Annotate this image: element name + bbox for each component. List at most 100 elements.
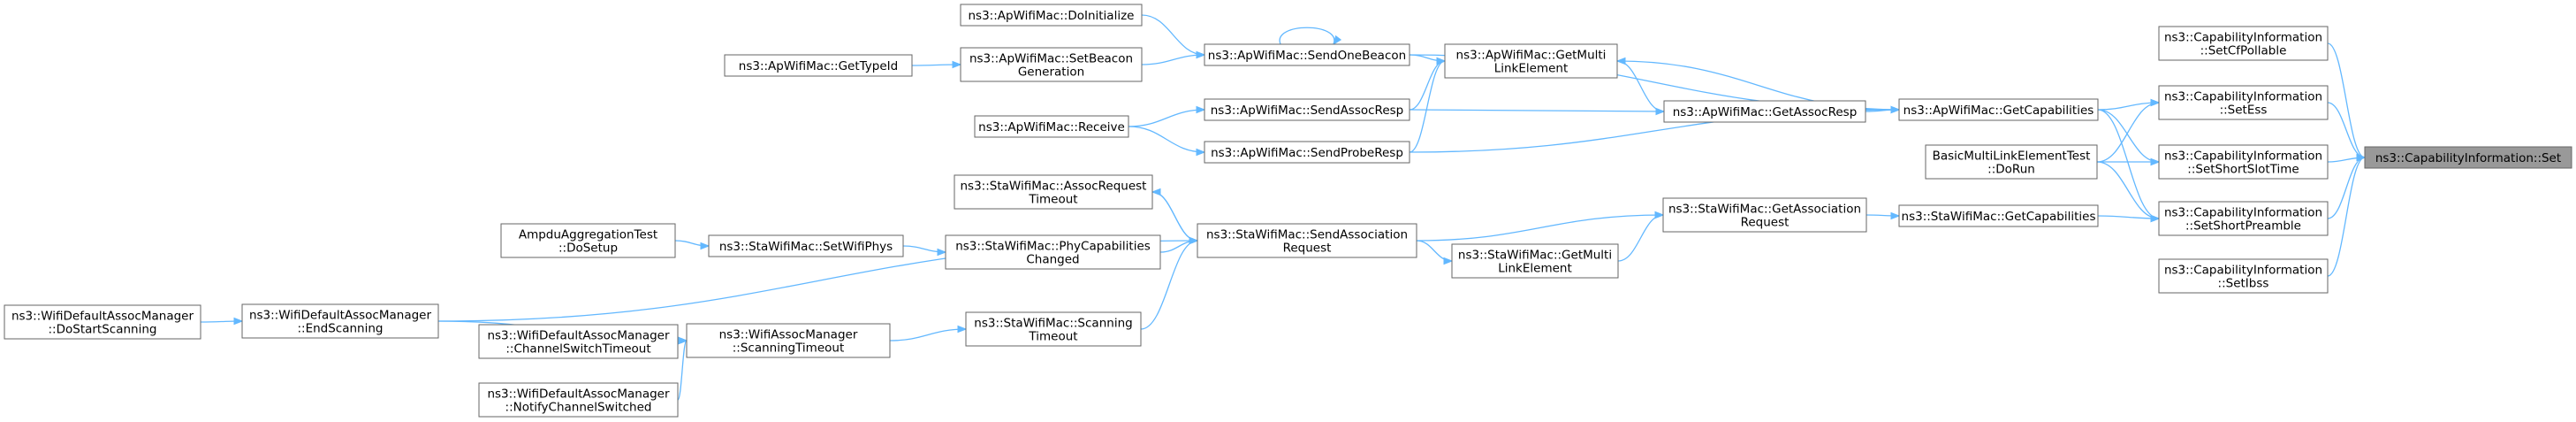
arrow-head <box>2150 214 2161 223</box>
edge-line <box>1409 60 1446 153</box>
arrow-head <box>952 60 962 69</box>
node-box <box>724 54 913 77</box>
node-set[interactable]: ns3::CapabilityInformation::Set <box>2364 146 2572 169</box>
edge-assocscan-to-stascan <box>889 325 968 341</box>
node-apsendbeacon[interactable]: ns3::ApWifiMac::SendOneBeacon <box>1204 43 1410 66</box>
node-box <box>500 223 676 258</box>
node-ampdu[interactable]: AmpduAggregationTest::DoSetup <box>500 223 676 258</box>
edge-basicml-to-setess <box>2096 98 2161 163</box>
node-defstart[interactable]: ns3::WifiDefaultAssocManager::DoStartSca… <box>4 304 201 340</box>
arrow-head <box>1196 105 1206 114</box>
arrow-head <box>1196 50 1206 59</box>
node-box <box>954 174 1153 210</box>
node-label: Request <box>1741 216 1790 230</box>
node-defend[interactable]: ns3::WifiDefaultAssocManager::EndScannin… <box>241 303 439 339</box>
node-box <box>1444 43 1618 79</box>
node-stascan[interactable]: ns3::StaWifiMac::ScanningTimeout <box>965 311 1142 347</box>
node-defchan[interactable]: ns3::WifiDefaultAssocManager::ChannelSwi… <box>478 324 679 359</box>
edge-shortpre-to-set <box>2327 153 2367 219</box>
node-label: ns3::ApWifiMac::GetMulti <box>1456 49 1607 63</box>
node-cfpoll[interactable]: ns3::CapabilityInformation::SetCfPollabl… <box>2158 26 2329 61</box>
arrow-head <box>1436 57 1447 65</box>
node-label: ::NotifyChannelSwitched <box>505 401 652 415</box>
edge-line <box>2327 157 2366 219</box>
arrow-head <box>1151 188 1161 196</box>
edge-apgetcap-to-shortpre <box>2097 109 2161 223</box>
node-box <box>945 234 1161 270</box>
node-apgettype[interactable]: ns3::ApWifiMac::GetTypeId <box>724 54 913 77</box>
node-box <box>2158 26 2329 61</box>
node-box <box>241 303 439 339</box>
node-basicml[interactable]: BasicMultiLinkElementTest::DoRun <box>1925 144 2098 180</box>
edge-line <box>2097 109 2160 163</box>
node-box <box>1662 197 1867 233</box>
node-box <box>1197 223 1417 258</box>
edge-stasendassoc-to-stagetassoc <box>1416 211 1665 242</box>
edge-line <box>889 328 967 341</box>
edge-apgettype-to-apsetbeacon <box>911 60 962 69</box>
node-label: ns3::WifiDefaultAssocManager <box>11 310 194 324</box>
arrow-head <box>2150 157 2161 166</box>
node-apsendassoc[interactable]: ns3::ApWifiMac::SendAssocResp <box>1204 98 1410 121</box>
node-box <box>4 304 201 340</box>
edge-line <box>2327 102 2366 158</box>
node-apgetcap[interactable]: ns3::ApWifiMac::GetCapabilities <box>1898 98 2099 121</box>
node-setess[interactable]: ns3::CapabilityInformation::SetEss <box>2158 85 2329 120</box>
node-label: LinkElement <box>1494 62 1569 76</box>
node-setibss[interactable]: ns3::CapabilityInformation::SetIbss <box>2158 258 2329 294</box>
edge-apreceive-to-apsendassoc <box>1128 105 1206 127</box>
node-box <box>1204 43 1410 66</box>
arrow-head <box>1333 35 1342 46</box>
node-assocscan[interactable]: ns3::WifiAssocManager::ScanningTimeout <box>686 323 891 358</box>
edge-line <box>1616 60 1665 112</box>
arrow-head <box>937 248 947 257</box>
node-box <box>478 382 679 418</box>
node-stagetcap[interactable]: ns3::StaWifiMac::GetCapabilities <box>1898 204 2099 227</box>
node-label: ::ChannelSwitchTimeout <box>505 342 650 357</box>
node-shortslot[interactable]: ns3::CapabilityInformation::SetShortSlot… <box>2158 144 2329 180</box>
node-defnotify[interactable]: ns3::WifiDefaultAssocManager::NotifyChan… <box>478 382 679 418</box>
edge-line <box>1128 126 1205 153</box>
node-label: ns3::StaWifiMac::GetCapabilities <box>1902 210 2096 224</box>
node-label: ns3::CapabilityInformation::Set <box>2375 151 2561 165</box>
node-label: AmpduAggregationTest <box>519 228 657 242</box>
edge-ampdu-to-stasetphys <box>674 240 710 250</box>
node-label: ns3::ApWifiMac::DoInitialize <box>969 9 1135 23</box>
edge-line <box>1128 109 1205 127</box>
node-apgetassoc[interactable]: ns3::ApWifiMac::GetAssocResp <box>1663 100 1866 123</box>
node-layer: ns3::CapabilityInformation::Setns3::Capa… <box>4 4 2572 418</box>
node-box <box>2364 146 2572 169</box>
node-box <box>965 311 1142 347</box>
edge-cfpoll-to-set <box>2327 42 2367 162</box>
edge-stasendassoc-to-staassoctimeout <box>1151 188 1198 242</box>
node-box <box>2158 144 2329 180</box>
node-box <box>708 234 904 257</box>
node-stasetphys[interactable]: ns3::StaWifiMac::SetWifiPhys <box>708 234 904 257</box>
node-box <box>960 4 1143 27</box>
node-apsendprobe[interactable]: ns3::ApWifiMac::SendProbeResp <box>1204 141 1410 164</box>
node-box <box>1898 204 2099 227</box>
arrow-head <box>1189 236 1199 245</box>
edge-line <box>1151 191 1198 242</box>
node-label: ns3::ApWifiMac::SendProbeResp <box>1211 146 1403 160</box>
arrow-head <box>1615 57 1626 65</box>
edge-line <box>1141 14 1205 56</box>
edge-defstart-to-defend <box>200 317 244 326</box>
edge-basicml-to-shortpre <box>2096 161 2161 223</box>
node-shortpre[interactable]: ns3::CapabilityInformation::SetShortPrea… <box>2158 201 2329 236</box>
node-apreceive[interactable]: ns3::ApWifiMac::Receive <box>974 115 1129 138</box>
node-apdoinit[interactable]: ns3::ApWifiMac::DoInitialize <box>960 4 1143 27</box>
edge-line <box>2327 157 2366 277</box>
edge-apgetassoc-to-apgetml <box>1615 57 1665 112</box>
node-label: ns3::WifiAssocManager <box>719 328 858 342</box>
arrow-head <box>957 325 968 334</box>
arrow-head <box>1654 211 1665 219</box>
